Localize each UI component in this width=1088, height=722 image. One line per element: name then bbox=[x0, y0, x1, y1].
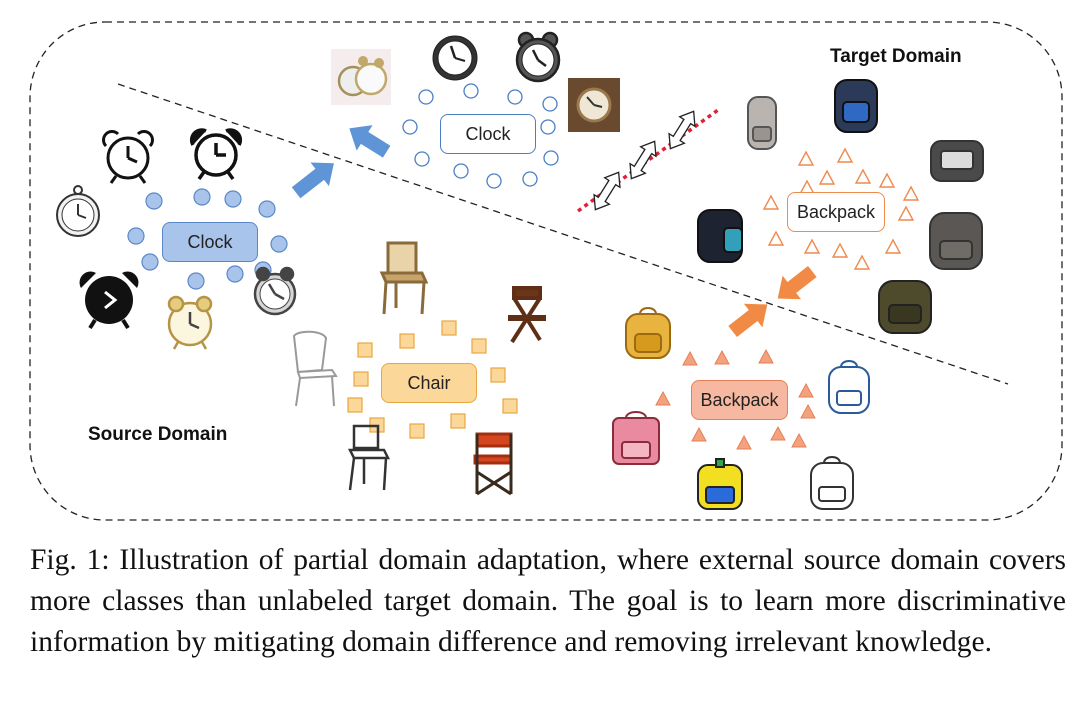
desk-clock-photo-icon bbox=[568, 78, 620, 132]
orange-adaptation-arrow-icon bbox=[777, 265, 817, 300]
target-clock-samples bbox=[402, 83, 559, 189]
double-arrow-icon bbox=[668, 110, 696, 150]
backpack-icon bbox=[929, 212, 983, 270]
figure-caption: Fig. 1: Illustration of partial domain a… bbox=[30, 544, 1066, 658]
diagram-canvas bbox=[29, 21, 1063, 521]
chair-node: Chair bbox=[381, 363, 477, 403]
source-clock-samples bbox=[127, 188, 288, 290]
alarm-clock-icon bbox=[79, 271, 139, 330]
plastic-chair-icon bbox=[292, 330, 338, 407]
backpack-icon bbox=[828, 360, 870, 414]
wooden-chair-icon bbox=[379, 241, 429, 315]
source-backpack-samples bbox=[655, 348, 816, 450]
wall-clock-icon bbox=[432, 35, 478, 81]
target-backpack-samples bbox=[762, 147, 920, 270]
backpack-icon bbox=[810, 456, 854, 510]
alarm-clock-photo-icon bbox=[331, 49, 391, 105]
target-clock-node: Clock bbox=[440, 114, 536, 154]
target-backpack-node: Backpack bbox=[787, 192, 885, 232]
orange-adaptation-arrow-icon bbox=[728, 303, 768, 338]
source-clock-node: Clock bbox=[162, 222, 258, 262]
backpack-icon bbox=[612, 411, 660, 465]
folding-chair-icon bbox=[508, 286, 546, 344]
target-domain-label: Target Domain bbox=[830, 46, 962, 67]
backpack-icon bbox=[697, 209, 743, 263]
alarm-clock-icon bbox=[189, 128, 243, 181]
backpack-icon bbox=[930, 140, 984, 182]
backpack-icon bbox=[697, 458, 743, 510]
pocket-watch-icon bbox=[56, 185, 100, 237]
alarm-clock-icon bbox=[102, 130, 154, 184]
diagram: Clock Clock Chair Backpack Backpack Targ… bbox=[29, 21, 1063, 521]
blue-adaptation-arrow-icon bbox=[349, 125, 391, 158]
backpack-icon bbox=[747, 96, 777, 150]
chair-samples bbox=[347, 320, 518, 439]
directors-chair-icon bbox=[473, 432, 513, 496]
backpack-icon bbox=[878, 280, 932, 334]
backpack-icon bbox=[834, 79, 878, 133]
double-arrow-icon bbox=[593, 171, 621, 211]
backpack-icon bbox=[625, 307, 671, 359]
domain-divider bbox=[117, 83, 1009, 385]
alarm-clock-icon bbox=[167, 295, 213, 350]
source-domain-label: Source Domain bbox=[88, 424, 228, 445]
blue-adaptation-arrow-icon bbox=[291, 162, 334, 199]
double-arrow-icon bbox=[629, 140, 657, 180]
metal-chair-icon bbox=[347, 424, 391, 491]
alarm-clock-icon bbox=[515, 31, 561, 83]
source-backpack-node: Backpack bbox=[691, 380, 788, 420]
alarm-clock-icon bbox=[253, 266, 297, 316]
